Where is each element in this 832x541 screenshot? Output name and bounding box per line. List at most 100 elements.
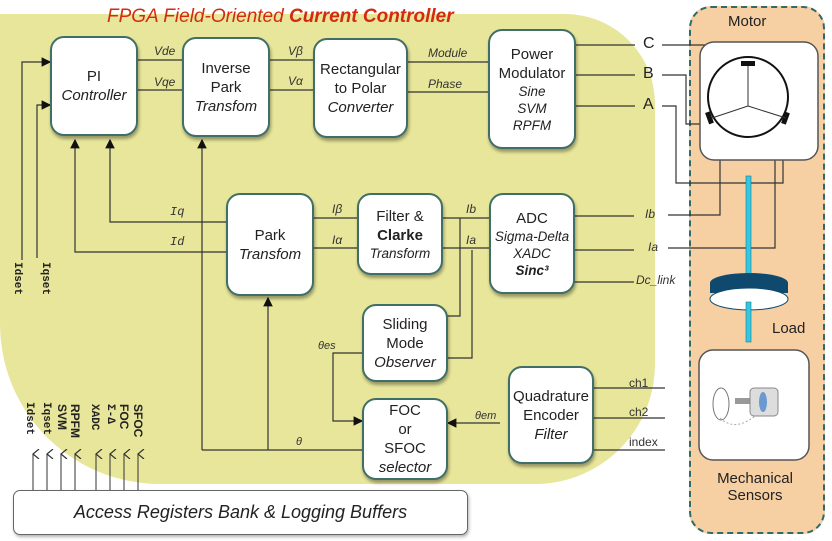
label-ialpha: Iα [332, 233, 343, 247]
foc-sfoc-selector-block: FOC or SFOC selector [362, 398, 448, 480]
smo-line3: Observer [374, 353, 436, 371]
pi-controller-block: PI Controller [50, 36, 138, 136]
reg-label-rpfm: RPFM [68, 404, 82, 438]
label-theta-es: θes [318, 340, 336, 352]
inverse-park-line1: Inverse [201, 59, 251, 77]
diagram-title: FPGA Field-Oriented Current Controller [107, 6, 454, 27]
power-mod-rpfm: RPFM [512, 117, 552, 133]
label-ibeta: Iβ [332, 202, 343, 216]
power-mod-sine: Sine [518, 83, 546, 99]
reg-label-sfoc: SFOC [131, 404, 145, 438]
label-vde: Vde [154, 44, 176, 58]
shaft-lower [745, 301, 752, 343]
wire-a-motor [662, 105, 784, 184]
adc-sinc3: Sinc³ [515, 262, 549, 278]
wire-ia-motor [668, 118, 776, 249]
label-phase: Phase [428, 77, 463, 91]
label-ib-ext: Ib [645, 207, 656, 221]
clarke-line2: Clarke [377, 226, 423, 244]
adc-block: ADC Sigma-Delta XADC Sinc³ [489, 193, 575, 294]
label-iq: Iq [170, 205, 185, 219]
label-theta: θ [296, 436, 302, 448]
sensors-label-line1: Mechanical [717, 470, 793, 487]
phase-b-label: B [643, 65, 654, 82]
access-registers-bank: Access Registers Bank & Logging Buffers [13, 490, 468, 535]
motor-box [699, 41, 819, 161]
encoder-line2: Encoder [523, 406, 579, 424]
wire-idset [21, 57, 52, 260]
phase-c-label: C [643, 35, 655, 52]
registers-bank-label: Access Registers Bank & Logging Buffers [73, 502, 408, 522]
wire-ib-smo [447, 218, 461, 317]
stator-circle [707, 56, 789, 138]
adc-xadc: XADC [513, 245, 551, 261]
wire-ia-smo [447, 250, 473, 359]
rect-polar-block: Rectangular to Polar Converter [313, 38, 408, 138]
pi-sublabel: Controller [61, 87, 127, 104]
smo-line2: Mode [386, 334, 424, 352]
label-valpha: Vα [288, 74, 303, 88]
sensors-label-line2: Sensors [727, 487, 783, 504]
label-module: Module [428, 46, 468, 60]
label-index: index [629, 435, 658, 449]
encoder-line1: Quadrature [513, 387, 589, 405]
rect-polar-line2: to Polar [334, 79, 387, 97]
wire-iq [105, 138, 227, 223]
power-mod-line2: Modulator [498, 64, 566, 82]
sensors-label: Mechanical Sensors [710, 470, 800, 504]
inverse-park-line3: Transfom [194, 97, 258, 115]
label-idset: Idset [11, 262, 23, 296]
label-ch2: ch2 [629, 405, 649, 419]
label-id: Id [170, 235, 185, 249]
reg-label-sigma-delta: Σ-Δ [104, 404, 116, 424]
clarke-line1: Filter & [376, 207, 424, 225]
selector-line4: selector [378, 459, 432, 476]
label-ia-internal: Ia [466, 233, 477, 247]
load-label: Load [772, 320, 806, 337]
clarke-line3: Transform [369, 245, 431, 261]
pi-label: PI [86, 68, 102, 85]
wire-iqset [36, 100, 52, 258]
power-mod-svm: SVM [517, 100, 547, 116]
rect-polar-line1: Rectangular [320, 60, 401, 78]
power-mod-line1: Power [510, 45, 554, 63]
encoder-line3: Filter [534, 425, 568, 443]
quadrature-encoder-block: Quadrature Encoder Filter [508, 366, 594, 464]
adc-line1: ADC [516, 209, 548, 227]
smo-line1: Sliding [382, 315, 428, 333]
wire-b-motor [662, 74, 711, 125]
inverse-park-line2: Park [210, 78, 242, 96]
reg-label-xadc: XADC [88, 404, 100, 431]
adc-sigma-delta: Sigma-Delta [494, 228, 570, 244]
power-modulator-block: Power Modulator Sine SVM RPFM [488, 29, 576, 149]
selector-line1: FOC [389, 402, 421, 419]
label-vqe: Vqe [154, 75, 176, 89]
reg-label-svm: SVM [55, 404, 69, 431]
wire-id [70, 138, 227, 253]
park-line1: Park [254, 226, 286, 244]
rect-polar-line3: Converter [327, 98, 394, 116]
label-ch1: ch1 [629, 376, 649, 390]
shaft-upper [745, 175, 752, 277]
label-ia-ext: Ia [648, 240, 659, 254]
park-line2: Transfom [238, 245, 302, 263]
clarke-block: Filter & Clarke Transform [357, 193, 443, 275]
motor-label: Motor [728, 13, 767, 30]
selector-line3: SFOC [384, 440, 426, 457]
park-transform-block: Park Transfom [226, 193, 314, 296]
label-theta-em: θem [475, 410, 497, 422]
selector-line2: or [398, 421, 412, 438]
inverse-park-block: Inverse Park Transfom [182, 37, 270, 137]
label-vbeta: Vβ [288, 44, 303, 58]
label-ib-internal: Ib [466, 202, 477, 216]
label-dc-link: Dc_link [636, 273, 676, 287]
reg-label-iqset: Iqset [40, 402, 52, 436]
wire-theta-es [332, 352, 364, 426]
encoder-disc [712, 387, 730, 421]
winding-a [711, 66, 787, 119]
reg-label-idset: Idset [23, 402, 35, 436]
phase-a-label: A [643, 96, 654, 113]
sliding-mode-observer-block: Sliding Mode Observer [362, 304, 448, 382]
reg-label-foc: FOC [117, 404, 131, 430]
